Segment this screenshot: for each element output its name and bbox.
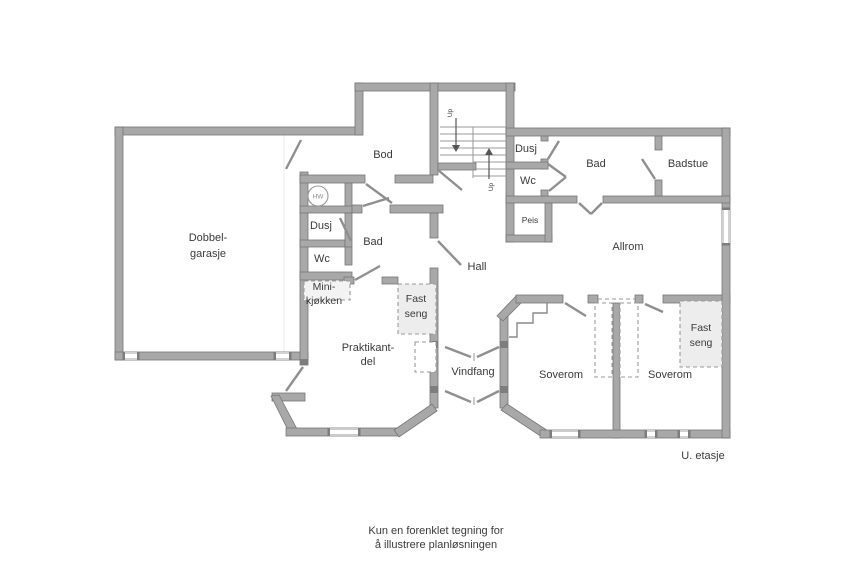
stairs-down-arrow xyxy=(452,118,460,152)
staircase: Up Up xyxy=(440,108,506,191)
bedside-area xyxy=(414,341,437,373)
room-label-peis: Peis xyxy=(522,215,539,225)
room-label-dusj-left: Dusj xyxy=(310,220,332,232)
window xyxy=(549,430,581,438)
caption-line-1: Kun en forenklet tegning for xyxy=(368,525,503,537)
window xyxy=(122,352,140,360)
label-fixed-bed-right-2: seng xyxy=(690,337,713,349)
windows xyxy=(122,207,730,438)
stepped-wall xyxy=(509,303,548,338)
room-labels: Dobbel- garasje Bod Dusj Wc Bad Mini- kj… xyxy=(189,143,713,381)
room-label-bod: Bod xyxy=(373,149,393,161)
label-fixed-bed-left-2: seng xyxy=(405,308,428,320)
fixed-bed-right-area xyxy=(679,300,723,368)
caption: Kun en forenklet tegning for å illustrer… xyxy=(368,525,503,551)
room-label-bedroom-1: Soverom xyxy=(539,369,583,381)
room-label-wc-right: Wc xyxy=(520,175,536,187)
room-label-garage-2: garasje xyxy=(190,248,226,260)
window xyxy=(722,207,730,246)
water-heater-icon: HW xyxy=(307,185,329,207)
room-label-vindfang: Vindfang xyxy=(451,366,494,378)
window xyxy=(677,430,691,438)
room-label-wc-left: Wc xyxy=(314,253,330,265)
room-label-bad-right: Bad xyxy=(586,158,606,170)
room-label-dusj-right: Dusj xyxy=(515,143,537,155)
label-fixed-bed-left-1: Fast xyxy=(406,293,427,305)
room-label-hall: Hall xyxy=(468,261,487,273)
room-label-allrom: Allrom xyxy=(612,241,643,253)
window xyxy=(644,430,658,438)
room-label-badstue: Badstue xyxy=(668,158,708,170)
stairs-up-arrow xyxy=(485,148,493,179)
room-label-bad-left: Bad xyxy=(363,236,383,248)
room-label-garage-1: Dobbel- xyxy=(189,232,228,244)
furniture xyxy=(303,280,723,378)
wardrobe-left xyxy=(594,302,613,378)
stairs-up-label-1: Up xyxy=(447,108,454,117)
fixed-bed-left-area xyxy=(397,283,437,335)
label-fixed-bed-right-1: Fast xyxy=(691,322,712,334)
room-label-praktikant-1: Praktikant- xyxy=(342,342,395,354)
walls xyxy=(114,82,731,439)
room-label-minikitchen-1: Mini- xyxy=(313,281,336,293)
water-heater-label: HW xyxy=(313,194,325,201)
stairs-up-label-2: Up xyxy=(488,182,495,191)
room-label-minikitchen-2: kjøkken xyxy=(306,295,342,307)
window xyxy=(327,428,361,436)
caption-line-2: å illustrere planløsningen xyxy=(375,539,497,551)
room-label-bedroom-2: Soverom xyxy=(648,369,692,381)
mini-kitchen-counter xyxy=(303,280,351,301)
door-leaves xyxy=(284,139,664,405)
window xyxy=(273,352,292,360)
wardrobe-right xyxy=(619,302,639,378)
floor-label: U. etasje xyxy=(681,450,724,462)
room-label-praktikant-2: del xyxy=(361,356,376,368)
